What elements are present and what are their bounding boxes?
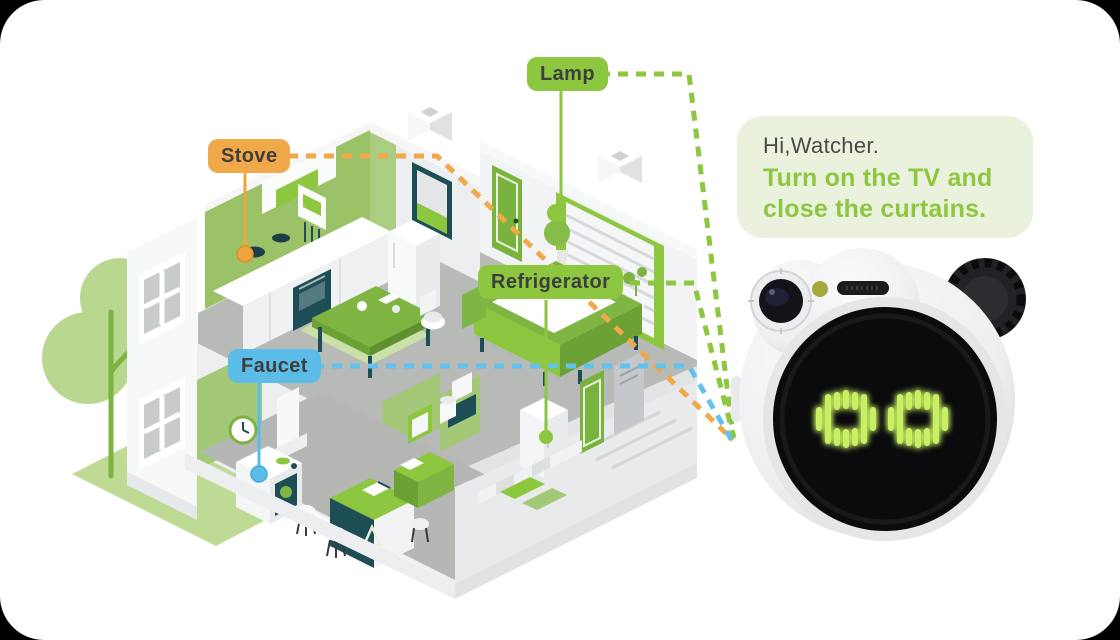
kitchen <box>213 145 440 378</box>
bathroom-corner <box>440 372 480 452</box>
toilet <box>420 289 445 330</box>
first-floor <box>197 348 697 583</box>
chimney-left <box>408 101 452 141</box>
stove-label-text: Stove <box>221 144 278 167</box>
robot-screen <box>763 297 1007 541</box>
stove-label-chip: Stove <box>208 139 291 173</box>
led-indicator <box>812 281 828 297</box>
faucet-dashed-line <box>314 363 735 443</box>
upper-cabinets <box>262 145 336 214</box>
speech-greeting: Hi,Watcher. <box>763 133 880 158</box>
lamp-label-chip: Lamp <box>527 57 608 91</box>
front-door <box>492 165 522 262</box>
house-illustration <box>42 101 697 599</box>
robot-eyes <box>816 390 948 448</box>
floor-rug-stripes <box>500 477 567 510</box>
staircase <box>478 440 582 504</box>
wall-clock <box>228 415 258 445</box>
kitchen-table <box>312 286 434 378</box>
hall-window <box>412 162 452 240</box>
refrigerator-connector <box>539 280 737 444</box>
speech-command-line2: close the curtains. <box>763 195 987 223</box>
left-exterior-wall <box>127 209 197 520</box>
towel-holder <box>440 396 456 424</box>
refrigerator-label-chip: Refrigerator <box>478 265 624 299</box>
camera-lens-icon <box>748 268 814 334</box>
gray-locker <box>614 351 644 435</box>
faucet-label-text: Faucet <box>241 354 308 377</box>
speaker-grille-icon <box>837 281 889 295</box>
chimney-right <box>598 145 642 183</box>
wall-art <box>408 404 432 444</box>
faucet-dot <box>250 465 268 483</box>
lamp-label-text: Lamp <box>540 62 595 85</box>
window-upper <box>139 252 185 345</box>
refrigerator-dashed-line <box>612 280 737 439</box>
window-lower <box>139 377 185 470</box>
interior-door <box>580 370 604 454</box>
faucet-label-chip: Faucet <box>228 349 321 383</box>
stove-dashed-line <box>288 153 735 442</box>
faucet-connector <box>250 363 735 483</box>
robot-device <box>731 248 1026 541</box>
base-rims <box>185 453 697 599</box>
daybed <box>394 452 454 508</box>
stove-connector <box>236 153 735 442</box>
refrigerator-dot <box>539 430 553 444</box>
lamp-dashed-line <box>600 71 736 437</box>
speech-command-line1: Turn on the TV and <box>763 164 993 192</box>
lamp-connector <box>559 71 736 437</box>
annotation-connectors <box>236 71 737 483</box>
stove-dot <box>236 245 254 263</box>
speech-bubble: Hi,Watcher. Turn on the TV and close the… <box>737 116 1033 238</box>
refrigerator-label-text: Refrigerator <box>491 270 611 293</box>
